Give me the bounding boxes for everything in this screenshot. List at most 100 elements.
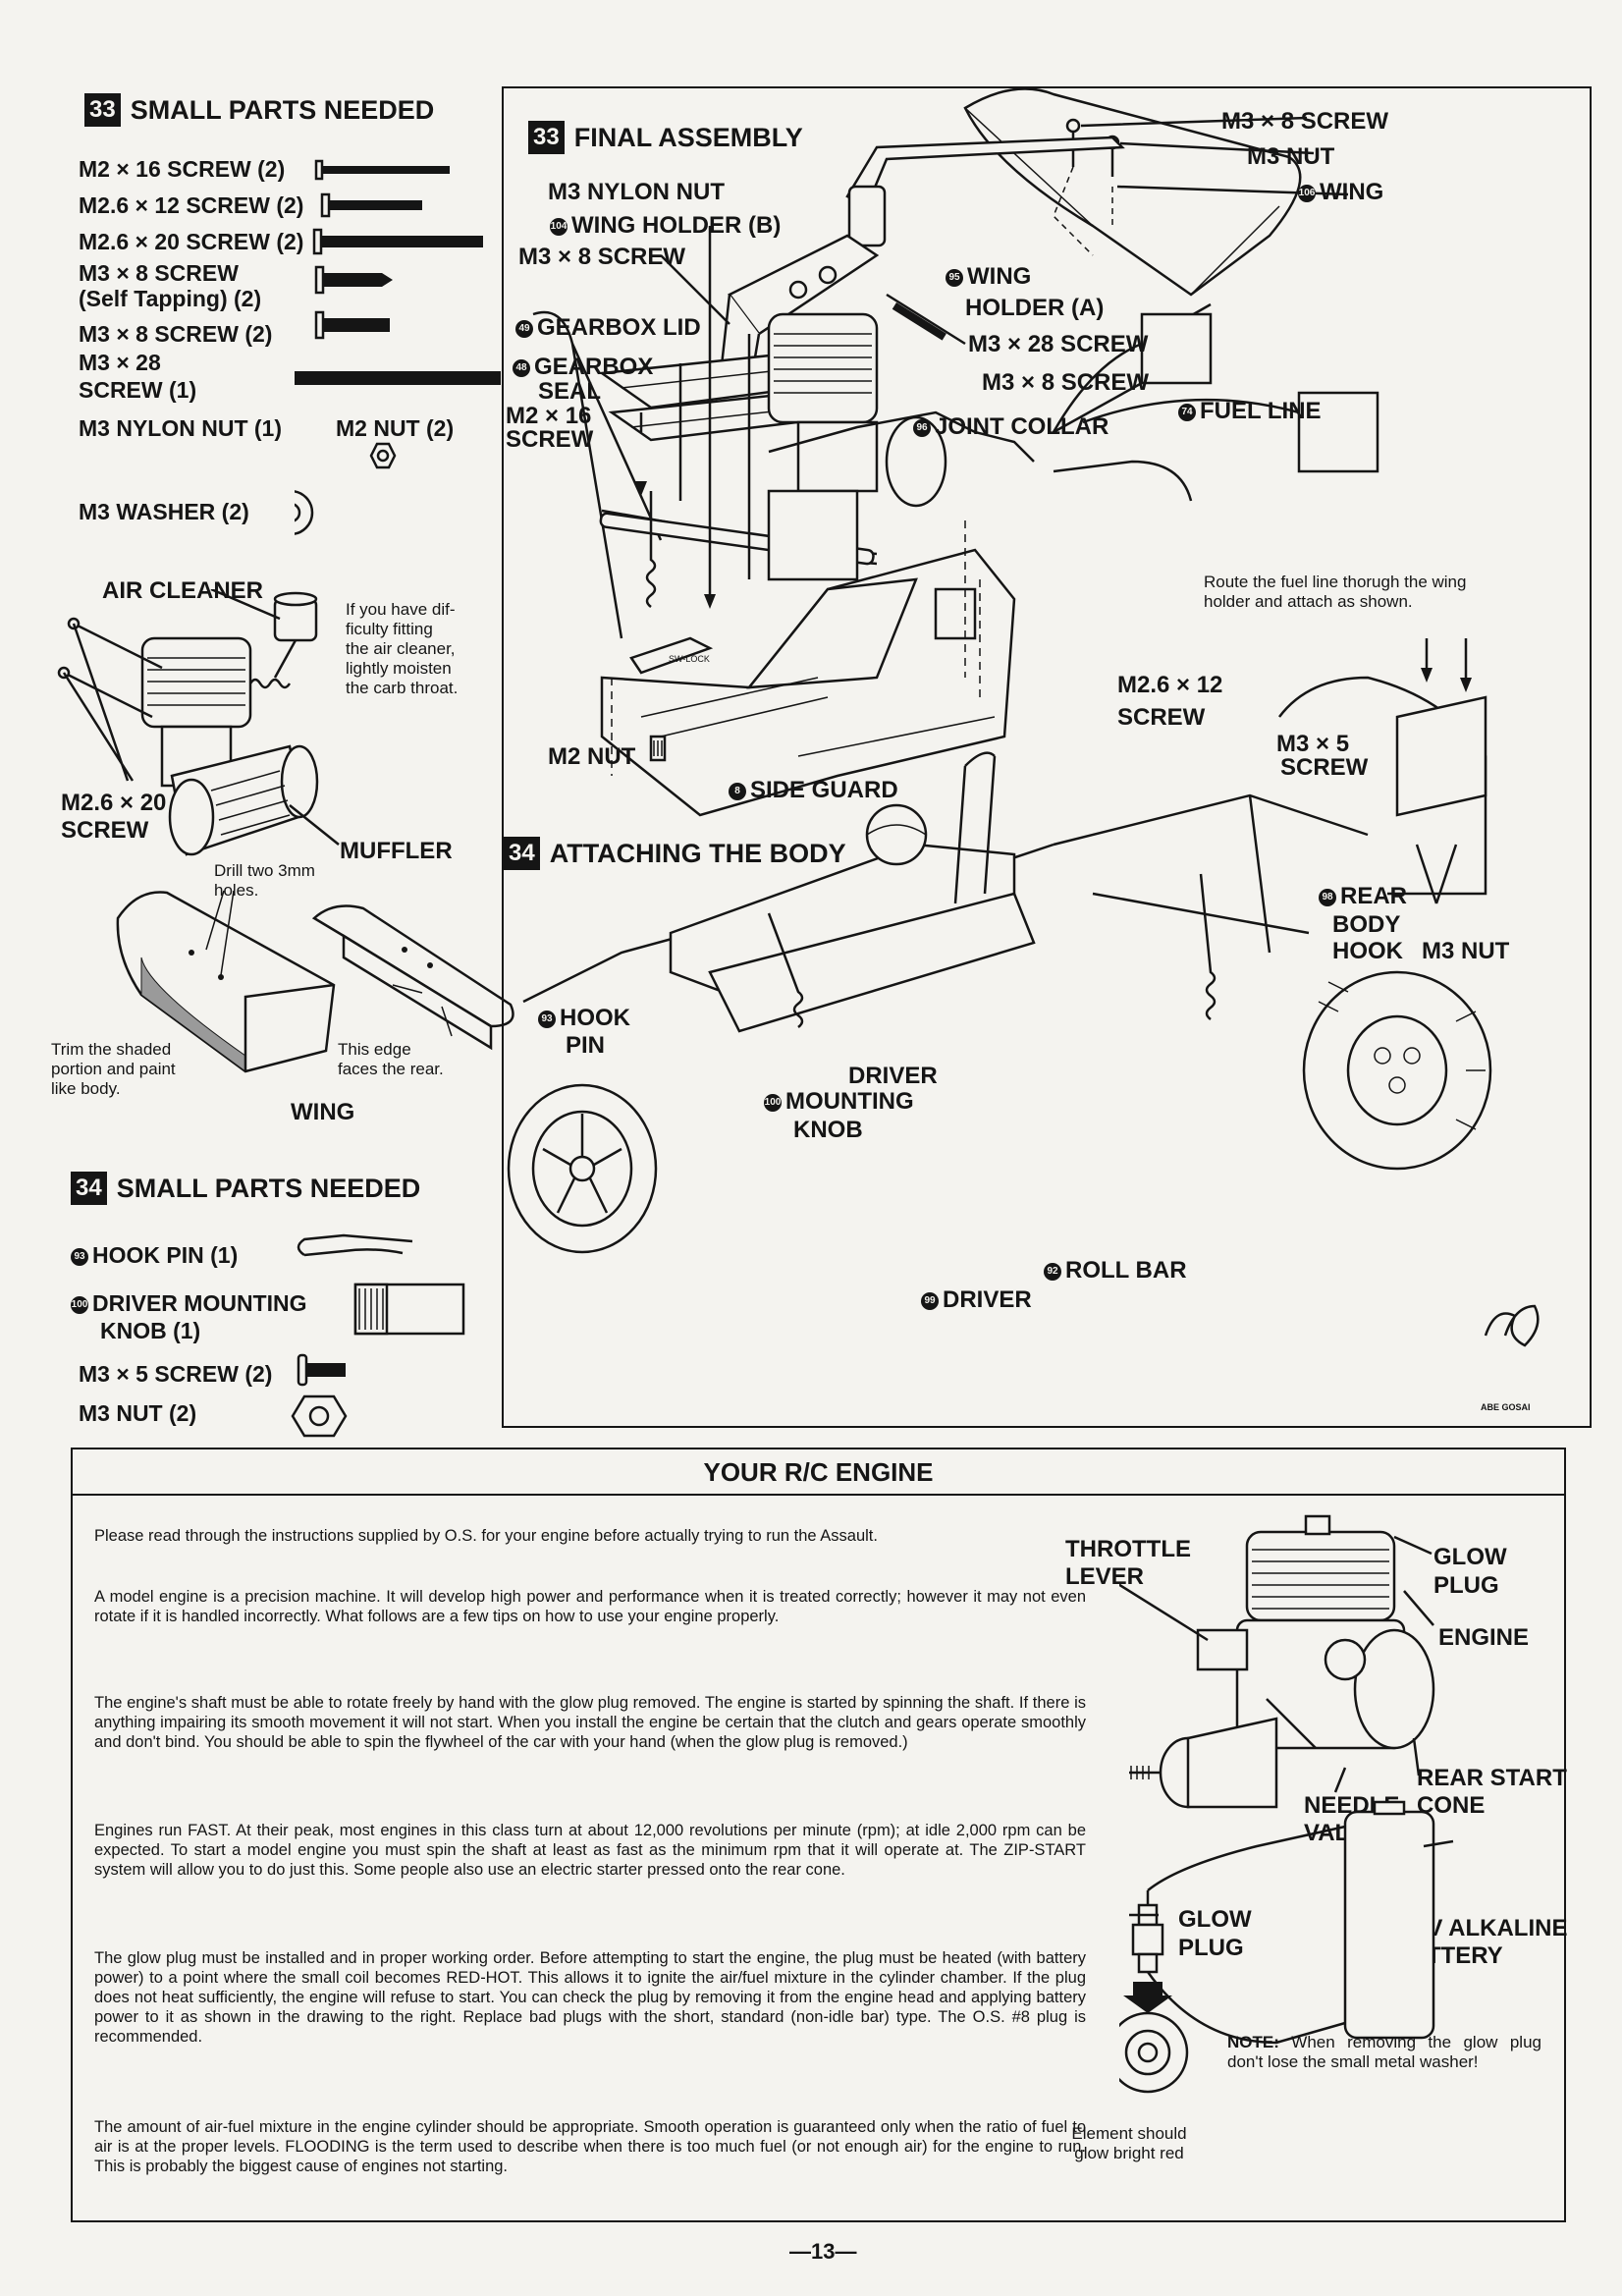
- step-number-badge: 34: [504, 837, 540, 870]
- ref-badge: 8: [729, 782, 746, 800]
- part-m3x8: M3 × 8 SCREW (2): [79, 321, 273, 347]
- part-m3-washer: M3 WASHER (2): [79, 499, 249, 524]
- label-text: WING HOLDER (B): [571, 212, 782, 239]
- note-line: holes.: [214, 881, 259, 900]
- note-line: Route the fuel line thorugh the wing: [1204, 573, 1467, 591]
- part-text: HOOK PIN (1): [92, 1242, 239, 1268]
- label-text: ROLL BAR: [1065, 1257, 1187, 1284]
- label-driver-knob: DRIVER: [848, 1063, 938, 1089]
- label-m3x8-top: M3 × 8 SCREW: [1221, 108, 1389, 135]
- part-m26x12: M2.6 × 12 SCREW (2): [79, 192, 304, 218]
- engine-paragraph-3: The engine's shaft must be able to rotat…: [94, 1694, 1086, 1751]
- engine-title: YOUR R/C ENGINE: [703, 1457, 934, 1487]
- ref-badge: 106: [1298, 184, 1316, 202]
- note-line: Element should: [1071, 2124, 1187, 2143]
- artist-signature-icon: [1484, 1304, 1540, 1347]
- air-cleaner-note: If you have dif- ficulty fitting the air…: [346, 600, 478, 698]
- label-text: WING: [967, 263, 1032, 290]
- m26x20-label-1: M2.6 × 20: [61, 790, 167, 816]
- label-text: SIDE GUARD: [750, 777, 898, 803]
- trim-note: Trim the shaded portion and paint like b…: [51, 1040, 176, 1099]
- edge-note: This edge faces the rear.: [338, 1040, 444, 1079]
- label-throttle-2: LEVER: [1065, 1563, 1145, 1590]
- final-assembly-title: FINAL ASSEMBLY: [573, 122, 803, 152]
- label-text: HOOK: [560, 1005, 630, 1031]
- part-m3x28: M3 × 28: [79, 350, 161, 375]
- ref-badge: 49: [515, 319, 533, 338]
- label-m3x8-right: M3 × 8 SCREW: [982, 369, 1150, 396]
- engine-paragraph-5: The glow plug must be installed and in p…: [94, 1949, 1086, 2046]
- label-glow-plug-2: PLUG: [1433, 1572, 1499, 1599]
- m26x20-label-2: SCREW: [61, 817, 149, 844]
- label-m3x5: M3 × 5: [1276, 731, 1350, 757]
- step34-parts-heading: 34 SMALL PARTS NEEDED: [71, 1172, 420, 1205]
- engine-muffler-drawing: [57, 589, 340, 856]
- label-text: FUEL LINE: [1200, 398, 1322, 424]
- label-text: GEARBOX LID: [537, 314, 701, 341]
- fuel-line-note: Route the fuel line thorugh the wing hol…: [1204, 573, 1557, 612]
- step33-parts-heading: 33 SMALL PARTS NEEDED: [84, 93, 434, 127]
- label-throttle: THROTTLE: [1065, 1536, 1191, 1562]
- element-note: Element should glow bright red: [1055, 2124, 1203, 2163]
- note-line: Drill two 3mm: [214, 861, 315, 880]
- part-driver-knob-qty: KNOB (1): [100, 1318, 201, 1343]
- label-m3x5-2: SCREW: [1280, 754, 1369, 781]
- label-driver-knob-3: KNOB: [793, 1117, 863, 1143]
- step34-parts-drawings: [291, 1233, 465, 1438]
- label-nylon-nut: M3 NYLON NUT: [548, 179, 725, 205]
- label-test-glow: GLOW: [1178, 1906, 1252, 1933]
- part-m2x16: M2 × 16 SCREW (2): [79, 156, 286, 182]
- label-rear-start: REAR START: [1417, 1765, 1567, 1791]
- note-line: portion and paint: [51, 1060, 176, 1078]
- note-line: holder and attach as shown.: [1204, 592, 1413, 611]
- m26x12-screw-icon: [320, 192, 422, 218]
- ref-badge: 100: [764, 1093, 782, 1112]
- engine-paragraph-4: Engines run FAST. At their peak, most en…: [94, 1822, 1086, 1879]
- m2-nut-icon: [369, 442, 397, 469]
- step-number-badge: 33: [528, 121, 565, 154]
- label-text: GEARBOX: [534, 354, 654, 380]
- label-m3x8-left: M3 × 8 SCREW: [518, 244, 686, 270]
- hook-pin-icon: [297, 1233, 413, 1257]
- label-m3x28: M3 × 28 SCREW: [968, 331, 1149, 357]
- label-text: MOUNTING: [785, 1088, 914, 1115]
- part-self-tapping-qty: (Self Tapping) (2): [79, 286, 262, 311]
- page-number: —13—: [789, 2239, 857, 2264]
- ref-badge: 48: [513, 358, 530, 377]
- final-assembly-drawing: SW-LOCK: [507, 88, 1540, 1347]
- ref-badge: 99: [921, 1291, 939, 1310]
- note-line: faces the rear.: [338, 1060, 444, 1078]
- note-line: If you have dif-: [346, 600, 456, 619]
- part-m2-nut: M2 NUT (2): [336, 415, 455, 441]
- note-line: Trim the shaded: [51, 1040, 172, 1059]
- wing-label: WING: [291, 1099, 355, 1125]
- ref-badge: 74: [1178, 403, 1196, 421]
- part-m26x20: M2.6 × 20 SCREW (2): [79, 229, 304, 254]
- attach-body-title: ATTACHING THE BODY: [549, 838, 846, 868]
- label-wing-holder-a-2: HOLDER (A): [965, 295, 1105, 321]
- m26x20-screw-icon: [312, 228, 483, 255]
- engine-paragraph-2: A model engine is a precision machine. I…: [94, 1588, 1086, 1625]
- label-glow-plug: GLOW: [1433, 1544, 1507, 1570]
- svg-text:SW-LOCK: SW-LOCK: [669, 654, 710, 664]
- engine-paragraph-6: The amount of air-fuel mixture in the en…: [94, 2118, 1086, 2175]
- battery-icon: [1343, 1800, 1435, 2040]
- note-line: lightly moisten: [346, 659, 452, 678]
- m3-nut-icon: [291, 1394, 348, 1438]
- note-line: like body.: [51, 1079, 121, 1098]
- label-m26x12-2: SCREW: [1117, 704, 1206, 731]
- drill-note: Drill two 3mm holes.: [214, 861, 315, 901]
- m3x28-screw-icon: [295, 371, 501, 385]
- step-number-badge: 34: [71, 1172, 107, 1205]
- wing-drawing: [116, 890, 514, 1073]
- label-m3-nut-body: M3 NUT: [1422, 938, 1510, 964]
- ref-badge: 96: [913, 418, 931, 437]
